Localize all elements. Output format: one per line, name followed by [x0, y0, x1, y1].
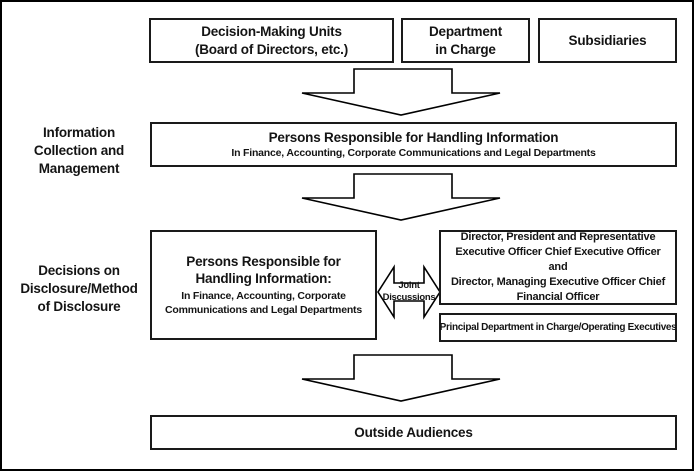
left-box-subtitle-line1: In Finance, Accounting, Corporate	[181, 290, 346, 303]
box-principal-department: Principal Department in Charge/Operating…	[439, 313, 677, 342]
box-outside-audiences: Outside Audiences	[150, 415, 677, 450]
box-department-in-charge: Department in Charge	[401, 18, 530, 63]
box-subsidiaries: Subsidiaries	[538, 18, 677, 63]
info-label-line2: Collection and	[33, 143, 125, 158]
decision-units-line2: (Board of Directors, etc.)	[194, 41, 349, 57]
execs-line1: Director, President and Representative	[460, 231, 656, 244]
collection-box-title: Persons Responsible for Handling Informa…	[268, 129, 559, 145]
department-line2: in Charge	[435, 41, 496, 57]
collection-box-subtitle: In Finance, Accounting, Corporate Commun…	[231, 146, 596, 159]
joint-discussions-arrow: Joint Discussions	[377, 260, 441, 324]
subsidiaries-label: Subsidiaries	[568, 32, 647, 48]
left-box-title-line2: Handling Information:	[195, 271, 332, 287]
joint-line2: Discussions	[382, 292, 436, 303]
box-persons-responsible-handling-information: Persons Responsible for Handling Informa…	[150, 122, 677, 167]
down-arrow-icon	[301, 68, 501, 116]
info-label-line3: Management	[38, 161, 120, 176]
box-persons-responsible-disclosure: Persons Responsible for Handling Informa…	[150, 230, 377, 340]
disclosure-label-line2: Disclosure/Method	[20, 281, 138, 296]
decision-units-line1: Decision-Making Units	[201, 23, 342, 39]
execs-line5: Financial Officer	[516, 290, 600, 303]
principal-label: Principal Department in Charge/Operating…	[439, 322, 677, 333]
outside-audiences-label: Outside Audiences	[354, 424, 473, 440]
left-box-title-line1: Persons Responsible for	[186, 253, 341, 269]
down-arrow-icon	[301, 354, 501, 402]
label-information-collection-management: Information Collection and Management	[8, 124, 150, 178]
joint-line1: Joint	[398, 280, 420, 292]
box-decision-making-units: Decision-Making Units (Board of Director…	[149, 18, 394, 63]
execs-line2: Executive Officer Chief Executive Office…	[455, 246, 661, 259]
department-line1: Department	[428, 23, 502, 39]
left-box-subtitle-line2: Communications and Legal Departments	[164, 303, 362, 316]
box-directors-and-officers: Director, President and Representative E…	[439, 230, 677, 305]
execs-line3: and	[548, 261, 568, 274]
disclosure-label-line1: Decisions on	[38, 263, 120, 278]
info-label-line1: Information	[42, 125, 116, 140]
disclosure-label-line3: of Disclosure	[37, 299, 121, 314]
joint-discussions-label: Joint Discussions	[377, 260, 441, 324]
label-decisions-on-disclosure: Decisions on Disclosure/Method of Disclo…	[8, 262, 150, 316]
down-arrow-icon	[301, 173, 501, 221]
execs-line4: Director, Managing Executive Officer Chi…	[450, 275, 666, 288]
